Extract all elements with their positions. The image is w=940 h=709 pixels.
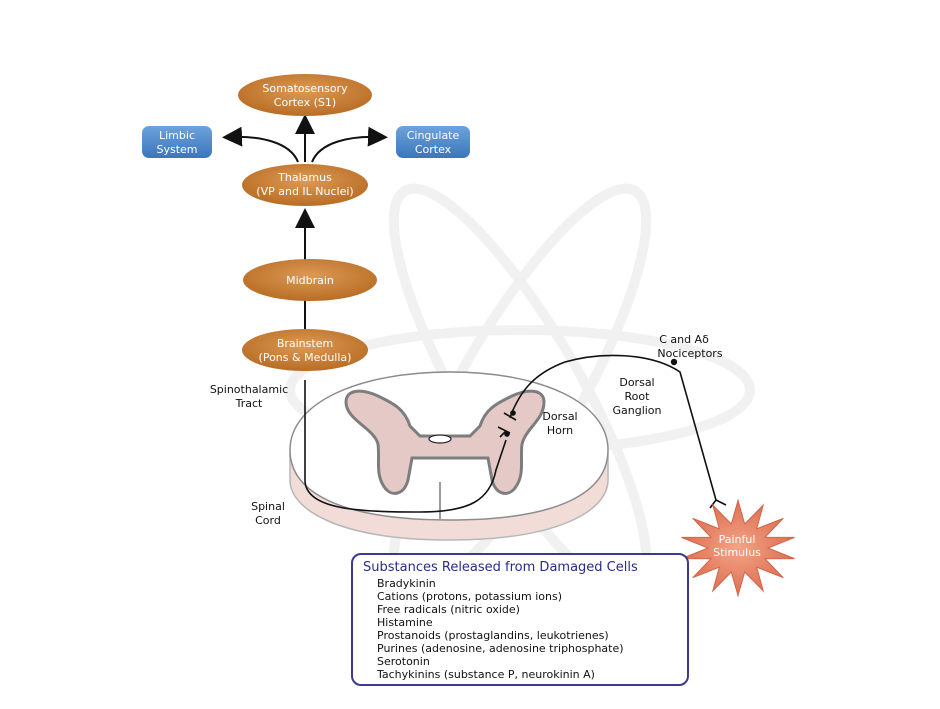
painful-stimulus-star (681, 498, 795, 598)
painful-line2: Stimulus (713, 546, 761, 559)
somatosensory-line1: Somatosensory (262, 82, 348, 95)
list-item: Tachykinins (substance P, neurokinin A) (377, 668, 595, 681)
list-item: Serotonin (377, 655, 430, 668)
central-canal (428, 434, 452, 444)
node-midbrain: Midbrain (243, 259, 377, 301)
dorsal-horn-line2: Horn (547, 424, 573, 437)
limbic-line1: Limbic (159, 129, 195, 142)
thalamus-line1: Thalamus (277, 171, 332, 184)
list-item: Histamine (377, 616, 433, 629)
label-nociceptors: C and Aδ Nociceptors (657, 333, 722, 360)
node-cingulate-cortex: Cingulate Cortex (396, 126, 470, 158)
node-thalamus: Thalamus (VP and IL Nuclei) (242, 164, 368, 206)
painful-line1: Painful (719, 533, 756, 546)
label-painful-stimulus: Painful Stimulus (713, 533, 761, 559)
node-brainstem: Brainstem (Pons & Medulla) (242, 329, 368, 371)
somatosensory-line2: Cortex (S1) (274, 96, 336, 109)
node-limbic-system: Limbic System (142, 126, 212, 158)
spinothalamic-line2: Tract (235, 397, 263, 410)
list-item: Free radicals (nitric oxide) (377, 603, 520, 616)
drg-line2: Root (625, 390, 651, 403)
list-item: Prostanoids (prostaglandins, leukotriene… (377, 629, 609, 642)
dorsal-horn-line1: Dorsal (542, 410, 577, 423)
spinal-line2: Cord (255, 514, 281, 527)
drg-cell-body (670, 358, 678, 366)
spinothalamic-line1: Spinothalamic (210, 383, 288, 396)
cingulate-line2: Cortex (415, 143, 452, 156)
substances-list: Bradykinin Cations (protons, potassium i… (377, 577, 624, 681)
list-item: Purines (adenosine, adenosine triphospha… (377, 642, 624, 655)
brainstem-line2: (Pons & Medulla) (259, 351, 352, 364)
label-spinothalamic-tract: Spinothalamic Tract (210, 383, 288, 410)
label-dorsal-horn: Dorsal Horn (542, 410, 577, 437)
brainstem-line1: Brainstem (277, 337, 333, 350)
drg-line3: Ganglion (612, 404, 661, 417)
drg-line1: Dorsal (619, 376, 654, 389)
midbrain-label: Midbrain (286, 274, 334, 287)
nociceptor-fiber (511, 354, 717, 501)
arrow-to-cingulate (311, 126, 388, 163)
cingulate-line1: Cingulate (407, 129, 460, 142)
label-dorsal-root-ganglion: Dorsal Root Ganglion (612, 376, 661, 417)
list-item: Bradykinin (377, 577, 436, 590)
substances-title: Substances Released from Damaged Cells (363, 560, 638, 575)
node-somatosensory: Somatosensory Cortex (S1) (238, 74, 372, 116)
list-item: Cations (protons, potassium ions) (377, 590, 562, 603)
peripheral-ending (709, 499, 727, 509)
limbic-line2: System (156, 143, 197, 156)
substances-box: Substances Released from Damaged Cells B… (351, 553, 689, 686)
spinal-line1: Spinal (251, 500, 285, 513)
arrow-to-limbic (222, 126, 299, 163)
spinothalamic-tract-line (304, 380, 507, 513)
spinal-cord-cross-section (289, 371, 609, 541)
nociceptors-line1: C and Aδ (659, 333, 709, 346)
thalamus-line2: (VP and IL Nuclei) (256, 185, 353, 198)
label-spinal-cord: Spinal Cord (251, 500, 285, 527)
nociceptors-line2: Nociceptors (657, 347, 722, 360)
